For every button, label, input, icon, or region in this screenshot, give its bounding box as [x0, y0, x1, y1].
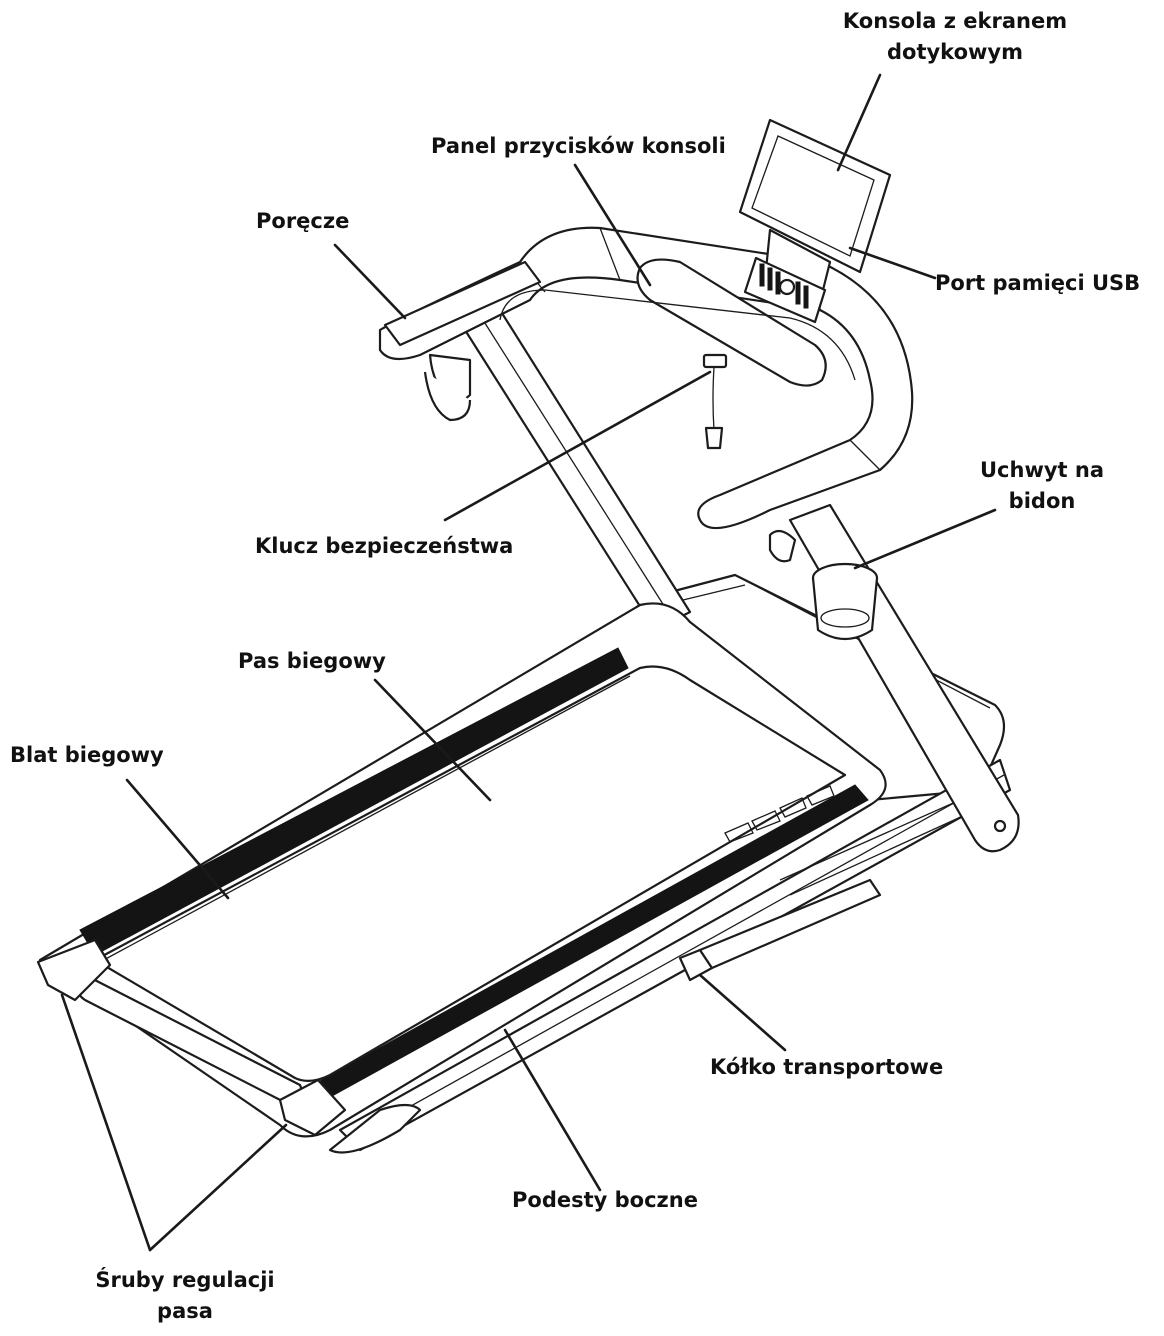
label-running-deck: Blat biegowy [10, 743, 164, 767]
safety-key [702, 353, 728, 450]
label-usb-port: Port pamięci USB [935, 271, 1141, 295]
label-console-touchscreen-line1: Konsola z ekranem [842, 9, 1068, 33]
label-running-belt: Pas biegowy [238, 649, 386, 673]
label-belt-adjust-screws-line2: pasa [157, 1299, 213, 1323]
label-console-touchscreen-line2: dotykowym [886, 40, 1023, 64]
handrail-frame [378, 226, 914, 530]
label-handrails: Poręcze [256, 209, 350, 233]
label-transport-wheel: Kółko transportowe [710, 1055, 944, 1079]
label-side-platforms: Podesty boczne [512, 1188, 698, 1212]
label-bottle-holder-line1: Uchwyt na [979, 458, 1105, 482]
frame-rails [328, 758, 1012, 1154]
label-safety-key: Klucz bezpieczeństwa [255, 534, 514, 558]
console-grip-lines [759, 263, 809, 309]
transport-wheel-part [678, 878, 882, 982]
label-belt-adjust-screws-line1: Śruby regulacji [95, 1268, 275, 1292]
leader-lines [60, 73, 997, 1252]
deck [36, 602, 887, 1138]
label-belt-adjust-screws: Śruby regulacji pasa [95, 1265, 274, 1327]
label-bottle-holder: Uchwyt na bidon [980, 455, 1104, 517]
label-bottle-holder-line2: bidon [1008, 489, 1076, 513]
console-screen [738, 118, 892, 324]
label-console-touchscreen: Konsola z ekranem dotykowym [843, 6, 1067, 68]
left-upright [463, 308, 692, 632]
bottle-holder [423, 371, 879, 641]
label-console-button-panel: Panel przycisków konsoli [431, 134, 726, 158]
